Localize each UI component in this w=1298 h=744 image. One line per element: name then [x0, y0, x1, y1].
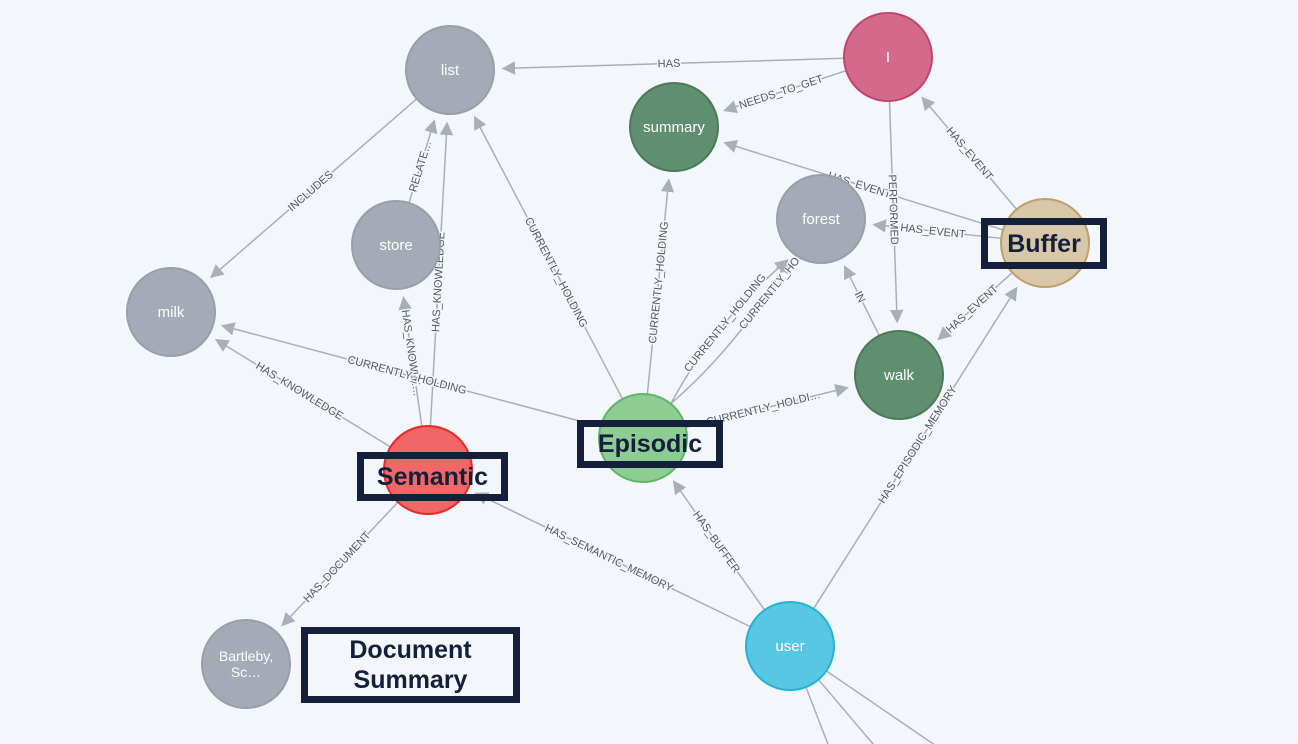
annotation-semantic: Semantic [357, 452, 508, 501]
node-episodic[interactable] [598, 393, 688, 483]
edge-label-buffer-i: HAS_EVENT [944, 125, 996, 183]
edge-ray-0[interactable] [805, 686, 838, 744]
edge-label-buffer-forest: HAS_EVENT [900, 222, 967, 241]
edge-user-semantic[interactable] [474, 492, 751, 628]
edge-label-i-list: HAS [658, 58, 681, 71]
edge-label-list-milk: INCLUDES [286, 169, 336, 215]
edge-buffer-forest[interactable] [872, 219, 1002, 240]
edge-label-i-walk: PERFORMED [886, 174, 900, 245]
edge-semantic-list[interactable] [429, 121, 454, 427]
edge-list-milk[interactable] [210, 98, 418, 279]
node-label-milk: milk [158, 304, 185, 321]
edge-buffer-summary[interactable] [723, 139, 1004, 231]
edge-label-i-summary: NEEDS_TO_GET [738, 73, 825, 112]
node-user[interactable]: user [745, 601, 835, 691]
edge-episodic-summary[interactable] [646, 178, 675, 395]
edge-buffer-i[interactable] [921, 96, 1018, 210]
edge-store-list[interactable] [408, 119, 438, 204]
annotation-episodic: Episodic [577, 420, 723, 468]
edge-episodic-forest[interactable] [670, 259, 789, 405]
edge-label-store-list: RELATE… [407, 139, 434, 193]
edge-i-summary[interactable] [723, 69, 847, 114]
node-label-store: store [379, 237, 412, 254]
edge-ray-1[interactable] [817, 679, 890, 744]
edge-label-user-episodic: HAS_BUFFER [690, 509, 742, 575]
edge-label-walk-forest: IN [852, 290, 868, 305]
edge-label-semantic-bartleby: HAS_DOCUMENT [301, 529, 373, 605]
edge-label-user-semantic: HAS_SEMANTIC_MEMORY [543, 522, 676, 595]
edge-buffer-walk[interactable] [937, 271, 1013, 341]
node-label-i: I [886, 49, 890, 66]
node-label-forest: forest [802, 211, 840, 228]
node-list[interactable]: list [405, 25, 495, 115]
node-bartleby[interactable]: Bartleby,Sc… [201, 619, 291, 709]
edge-semantic-milk[interactable] [214, 339, 391, 448]
node-label-list: list [441, 62, 460, 79]
node-semantic[interactable] [383, 425, 473, 515]
node-label-summary: summary [643, 119, 705, 136]
edge-walk-forest[interactable] [844, 265, 880, 336]
edge-label-semantic-milk: HAS_KNOWLEDGE [253, 360, 345, 423]
edge-episodic-forest[interactable] [670, 258, 789, 405]
edge-episodic-milk[interactable] [220, 322, 601, 428]
edge-label-buffer-walk: HAS_EVENT [944, 283, 1001, 336]
edge-ray-2[interactable] [825, 670, 945, 744]
node-walk[interactable]: walk [854, 330, 944, 420]
node-milk[interactable]: milk [126, 267, 216, 357]
edge-episodic-list[interactable] [473, 115, 624, 400]
edge-label-episodic-summary: CURRENTLY_HOLDING [647, 221, 671, 344]
edge-semantic-bartleby[interactable] [281, 501, 399, 627]
edge-i-walk[interactable] [888, 100, 904, 324]
node-forest[interactable]: forest [776, 174, 866, 264]
node-summary[interactable]: summary [629, 82, 719, 172]
node-label-user: user [775, 638, 804, 655]
node-label-bartleby: Bartleby,Sc… [219, 648, 273, 680]
node-store[interactable]: store [351, 200, 441, 290]
node-i[interactable]: I [843, 12, 933, 102]
annotation-buffer: Buffer [981, 218, 1107, 269]
edge-semantic-store[interactable] [398, 296, 423, 427]
edge-user-episodic[interactable] [672, 480, 766, 611]
annotation-document-summary: Document Summary [301, 627, 520, 703]
edge-i-list[interactable] [501, 57, 845, 75]
node-label-walk: walk [883, 367, 915, 384]
edge-label-episodic-list: CURRENTLY_HOLDING [522, 216, 590, 330]
edge-label-episodic-forest: CURRENTLY_HOLDING [682, 272, 769, 375]
edge-user-buffer[interactable] [812, 286, 1018, 610]
